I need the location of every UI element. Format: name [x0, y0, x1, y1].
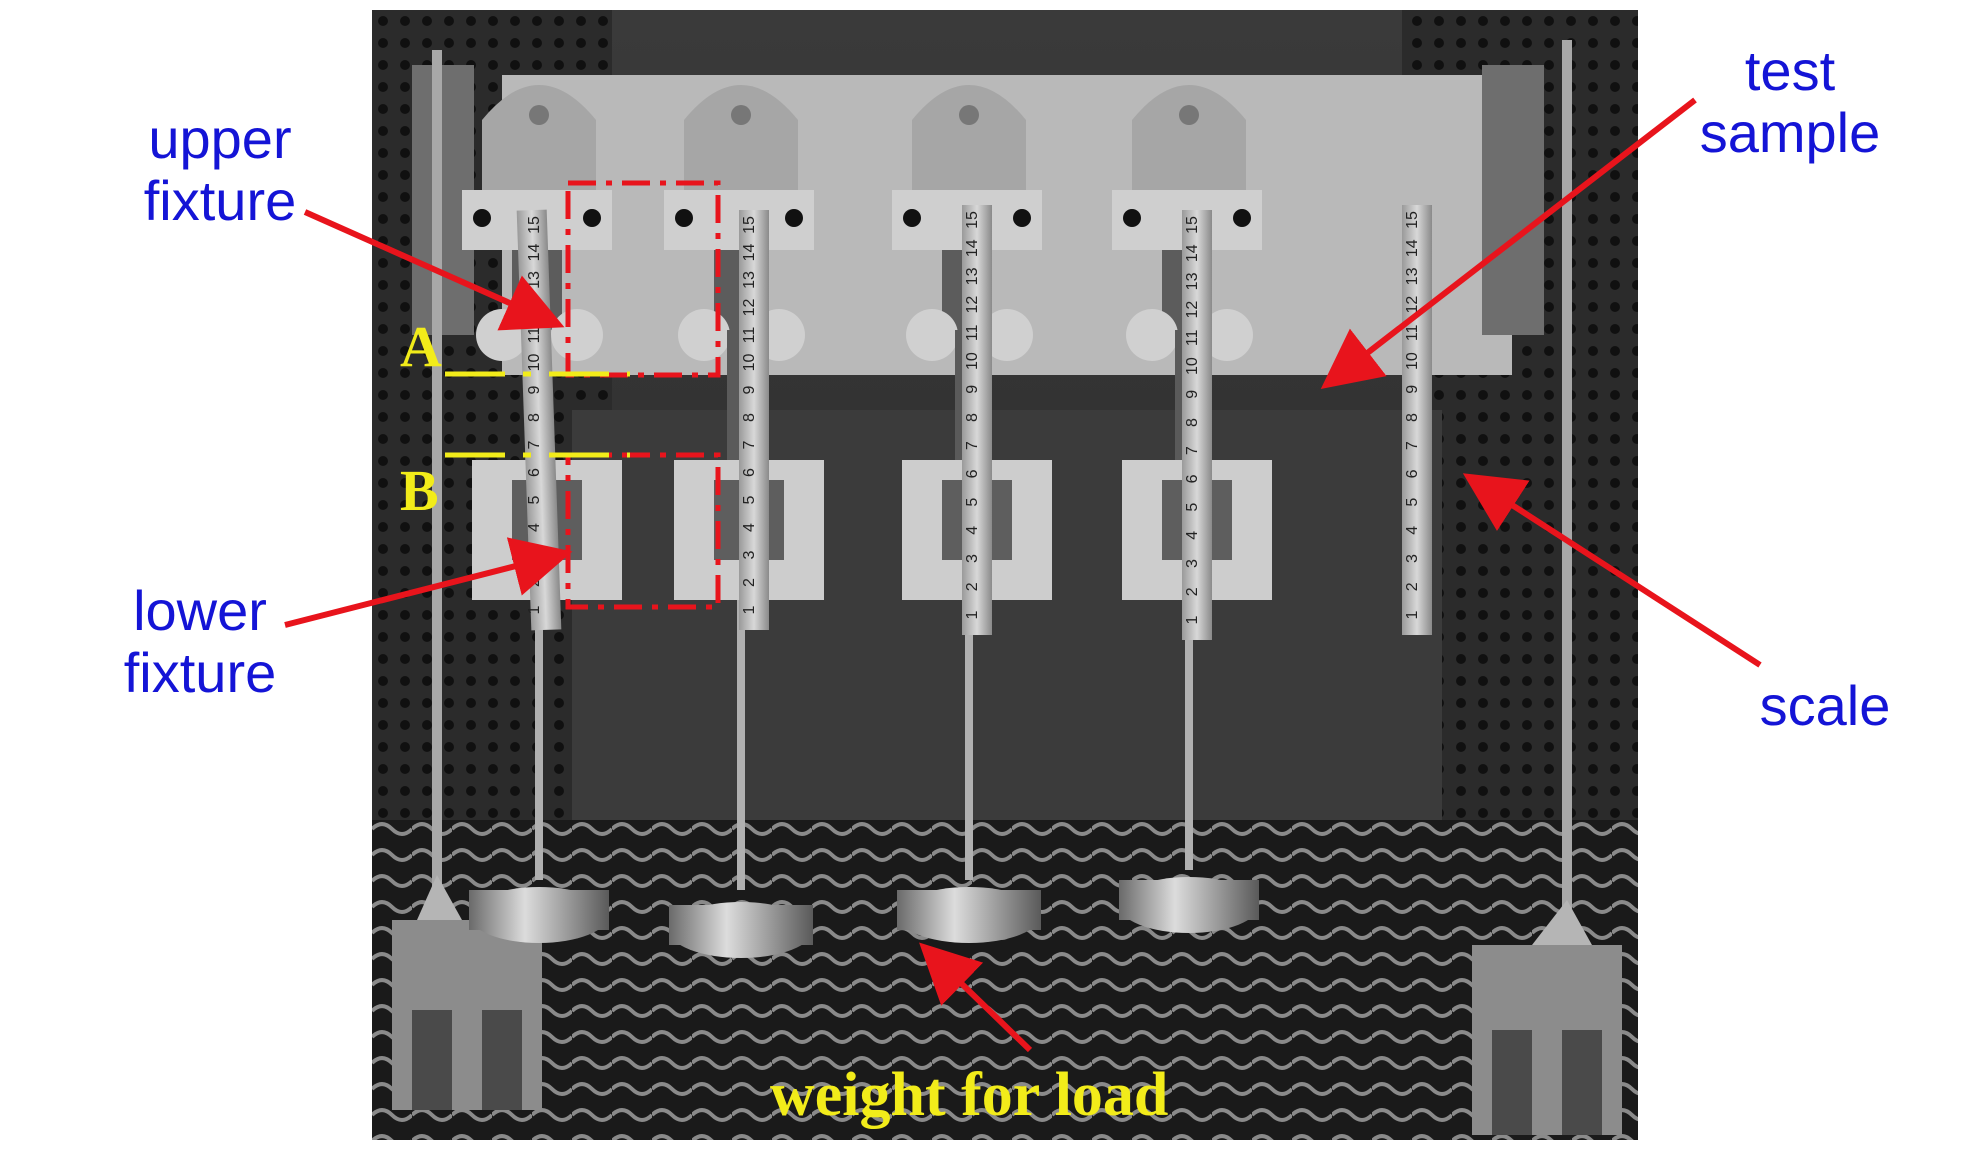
ruler-5-tick-label: 13 — [1404, 267, 1421, 285]
ruler-3-tick-label: 9 — [964, 385, 981, 394]
scale-label: scale — [1759, 674, 1891, 737]
ruler-4-tick-label: 10 — [1184, 357, 1201, 375]
marker-b: B — [400, 458, 439, 523]
ruler-4-tick-label: 6 — [1184, 474, 1201, 483]
weight-for-load-caption: weight for load — [770, 1061, 1169, 1129]
ruler-2-tick-label: 3 — [741, 550, 758, 559]
ruler-3-tick-label: 8 — [964, 413, 981, 422]
ruler-4 — [1182, 210, 1212, 640]
ruler-5-tick-label: 11 — [1404, 324, 1421, 341]
ruler-2-tick-label: 9 — [741, 385, 758, 394]
ruler-5-tick-label: 15 — [1404, 211, 1421, 229]
ruler-5-tick-label: 8 — [1404, 413, 1421, 422]
ruler-3-tick-label: 10 — [964, 352, 981, 370]
ruler-4-tick-label: 4 — [1184, 531, 1201, 540]
ruler-3 — [962, 205, 992, 635]
ruler-1-tick-label: 1 — [526, 605, 543, 614]
test-sample-label-line1: test — [1744, 39, 1836, 102]
ruler-2-tick-label: 6 — [741, 468, 758, 477]
left-stand — [392, 875, 542, 1110]
ruler-2-tick-label: 2 — [741, 578, 758, 587]
ruler-2-tick-label: 14 — [741, 244, 758, 262]
ruler-5-tick-label: 2 — [1404, 582, 1421, 591]
ruler-4-tick-label: 8 — [1184, 418, 1201, 427]
ruler-5-tick-label: 14 — [1404, 239, 1421, 257]
ruler-3-tick-label: 7 — [964, 441, 981, 450]
lower-fixture-label-line2: fixture — [123, 640, 277, 704]
right-stand — [1472, 900, 1622, 1135]
ruler-4-tick-label: 11 — [1184, 329, 1201, 346]
ruler-4-tick-label: 15 — [1184, 216, 1201, 234]
ruler-2-tick-label: 15 — [741, 216, 758, 234]
ruler-5-tick-label: 1 — [1404, 610, 1421, 619]
lower-fixture-label: lower fixture — [100, 580, 300, 703]
right-bracket — [1482, 65, 1544, 335]
ruler-2-tick-label: 10 — [741, 354, 758, 372]
ruler-4-tick-label: 3 — [1184, 559, 1201, 568]
ruler-3-tick-label: 1 — [964, 610, 981, 619]
test-sample-label-line2: sample — [1699, 100, 1881, 164]
ruler-5-tick-label: 10 — [1404, 352, 1421, 370]
ruler-5-tick-label: 7 — [1404, 441, 1421, 450]
ruler-3-tick-label: 5 — [964, 498, 981, 507]
left-rod — [432, 50, 442, 910]
ruler-1-tick-label: 4 — [526, 523, 543, 532]
ruler-2-tick-label: 13 — [741, 271, 758, 289]
ruler-2-tick-label: 4 — [741, 523, 758, 532]
ruler-4-tick-label: 12 — [1184, 301, 1201, 319]
ruler-5-tick-label: 9 — [1404, 385, 1421, 394]
ruler-3-tick-label: 12 — [964, 296, 981, 314]
ruler-1-tick-label: 15 — [526, 216, 543, 234]
ruler-3-tick-label: 11 — [964, 324, 981, 341]
ruler-3-tick-label: 14 — [964, 239, 981, 257]
ruler-3-tick-label: 4 — [964, 526, 981, 535]
ruler-3-tick-label: 15 — [964, 211, 981, 229]
ruler-3-tick-label: 13 — [964, 267, 981, 285]
ruler-1-tick-label: 12 — [526, 299, 543, 317]
ruler-5-tick-label: 5 — [1404, 498, 1421, 507]
marker-a: A — [400, 314, 442, 379]
ruler-2-tick-label: 12 — [741, 299, 758, 317]
right-rod — [1562, 40, 1572, 920]
ruler-2-tick-label: 11 — [741, 327, 758, 344]
ruler-3-tick-label: 6 — [964, 469, 981, 478]
ruler-4-tick-label: 7 — [1184, 446, 1201, 455]
ruler-5-tick-label: 3 — [1404, 554, 1421, 563]
lower-fixture-label-line1: lower — [133, 579, 267, 642]
ruler-3-tick-label: 3 — [964, 554, 981, 563]
ruler-5-tick-label: 12 — [1404, 296, 1421, 314]
ruler-2-tick-label: 7 — [741, 440, 758, 449]
ruler-1-tick-label: 11 — [526, 327, 543, 344]
upper-fixture-label-line2: fixture — [143, 168, 297, 232]
ruler-1-tick-label: 6 — [526, 468, 543, 477]
ruler-1-tick-label: 14 — [526, 244, 543, 262]
upper-fixture-label: upper fixture — [120, 108, 320, 231]
ruler-2-tick-label: 1 — [741, 605, 758, 614]
ruler-1-tick-label: 13 — [526, 271, 543, 289]
ruler-4-tick-label: 14 — [1184, 244, 1201, 262]
ruler-4-tick-label: 9 — [1184, 390, 1201, 399]
ruler-1-tick-label: 9 — [526, 385, 543, 394]
ruler-5-tick-label: 6 — [1404, 469, 1421, 478]
upper-fixture-label-line1: upper — [148, 107, 292, 170]
test-sample-label: test sample — [1680, 40, 1900, 163]
ruler-2-tick-label: 8 — [741, 413, 758, 422]
ruler-1-tick-label: 2 — [526, 578, 543, 587]
ruler-1-tick-label: 3 — [526, 550, 543, 559]
ruler-1-tick-label: 8 — [526, 413, 543, 422]
ruler-3-tick-label: 2 — [964, 582, 981, 591]
ruler-1-tick-label: 5 — [526, 495, 543, 504]
test-rig-illustration: 1514131211109876543211514131211109876543… — [372, 10, 1638, 1140]
ruler-4-tick-label: 1 — [1184, 615, 1201, 624]
ruler-2 — [739, 210, 769, 630]
ruler-4-tick-label: 5 — [1184, 503, 1201, 512]
ruler-4-tick-label: 2 — [1184, 587, 1201, 596]
ruler-4-tick-label: 13 — [1184, 272, 1201, 290]
ruler-5-tick-label: 4 — [1404, 526, 1421, 535]
ruler-1-tick-label: 7 — [526, 440, 543, 449]
ruler-1-tick-label: 10 — [526, 354, 543, 372]
ruler-2-tick-label: 5 — [741, 495, 758, 504]
